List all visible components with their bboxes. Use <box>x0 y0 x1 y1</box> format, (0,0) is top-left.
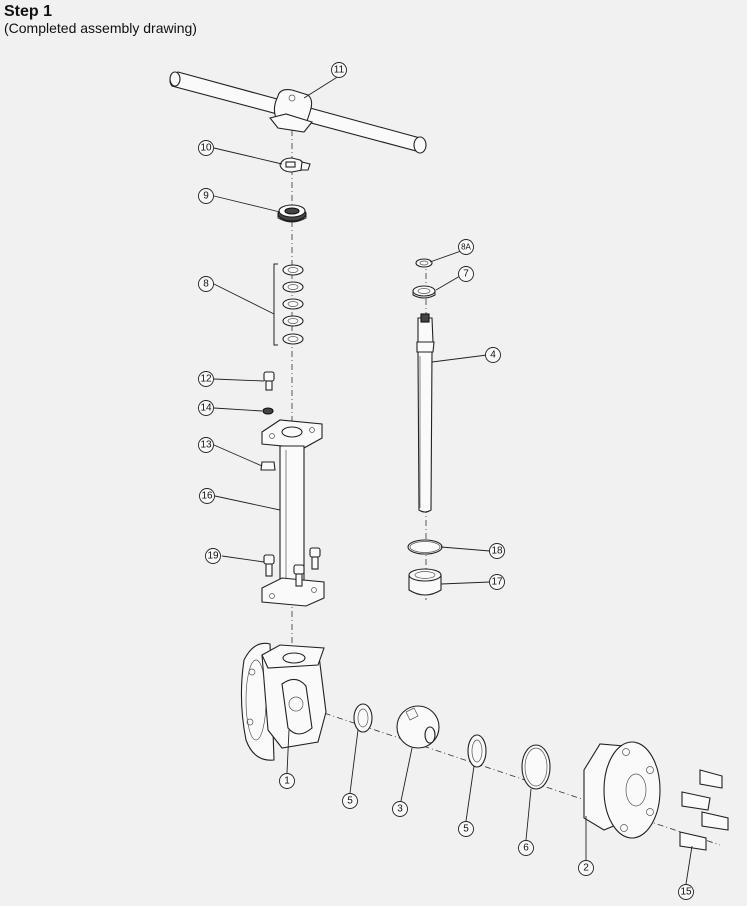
svg-text:9: 9 <box>203 191 209 202</box>
stem-washer-8a-part <box>415 258 433 268</box>
svg-text:17: 17 <box>491 577 503 588</box>
svg-text:5: 5 <box>463 824 469 835</box>
svg-text:2: 2 <box>583 863 589 874</box>
end-connector-part <box>583 741 661 839</box>
step-title: Step 1 <box>4 3 53 20</box>
cap-screw-12-part <box>263 371 275 391</box>
bolts-19-part <box>263 547 321 587</box>
svg-text:19: 19 <box>207 551 219 562</box>
callout-17: 17 <box>489 574 505 590</box>
svg-text:5: 5 <box>347 796 353 807</box>
extension-bonnet-part <box>261 419 325 607</box>
svg-text:6: 6 <box>523 843 529 854</box>
svg-text:8A: 8A <box>461 243 471 252</box>
svg-text:3: 3 <box>397 804 403 815</box>
callout-8: 8 <box>198 276 214 292</box>
svg-text:15: 15 <box>680 887 692 898</box>
gland-nut-part <box>277 204 307 223</box>
svg-text:7: 7 <box>463 269 469 280</box>
callout-3: 3 <box>392 801 408 817</box>
callout-15: 15 <box>678 884 694 900</box>
tab-washer-part <box>279 157 311 173</box>
packing-rings-part <box>273 263 304 346</box>
callout-7: 7 <box>458 266 474 282</box>
thrust-washer-part <box>412 285 436 299</box>
svg-text:14: 14 <box>200 403 212 414</box>
callout-12: 12 <box>198 371 214 387</box>
svg-text:12: 12 <box>200 374 212 385</box>
hex-nut-13-part <box>260 461 276 471</box>
callout-8a: 8A <box>458 239 474 255</box>
callout-2: 2 <box>578 860 594 876</box>
seat-right-part <box>467 734 487 768</box>
svg-text:13: 13 <box>200 440 212 451</box>
callout-leaders <box>213 75 693 885</box>
seat-left-part <box>353 703 373 733</box>
ball-part <box>396 705 440 749</box>
o-ring-part <box>407 539 443 555</box>
callout-1: 1 <box>279 773 295 789</box>
callout-4: 4 <box>485 347 501 363</box>
callout-11: 11 <box>331 62 347 78</box>
bushing-part <box>408 568 442 596</box>
callout-14: 14 <box>198 400 214 416</box>
callout-16: 16 <box>199 488 215 504</box>
stem-part <box>416 313 435 513</box>
svg-text:16: 16 <box>201 491 213 502</box>
svg-text:18: 18 <box>491 546 503 557</box>
svg-text:1: 1 <box>284 776 290 787</box>
callout-9: 9 <box>198 188 214 204</box>
svg-text:11: 11 <box>334 65 345 76</box>
flange-bolts-part <box>679 769 729 851</box>
svg-text:4: 4 <box>490 350 496 361</box>
callout-18: 18 <box>489 543 505 559</box>
svg-text:10: 10 <box>200 143 212 154</box>
callout-6: 6 <box>518 840 534 856</box>
valve-body-part <box>240 642 327 761</box>
callout-10: 10 <box>198 140 214 156</box>
lock-washer-part <box>262 407 274 415</box>
callout-13: 13 <box>198 437 214 453</box>
body-gasket-part <box>521 744 551 790</box>
t-handle-part <box>169 71 427 154</box>
svg-text:8: 8 <box>203 279 209 290</box>
callout-5-left: 5 <box>342 793 358 809</box>
callout-19: 19 <box>205 548 221 564</box>
callout-5-right: 5 <box>458 821 474 837</box>
step-subtitle: (Completed assembly drawing) <box>4 20 197 36</box>
